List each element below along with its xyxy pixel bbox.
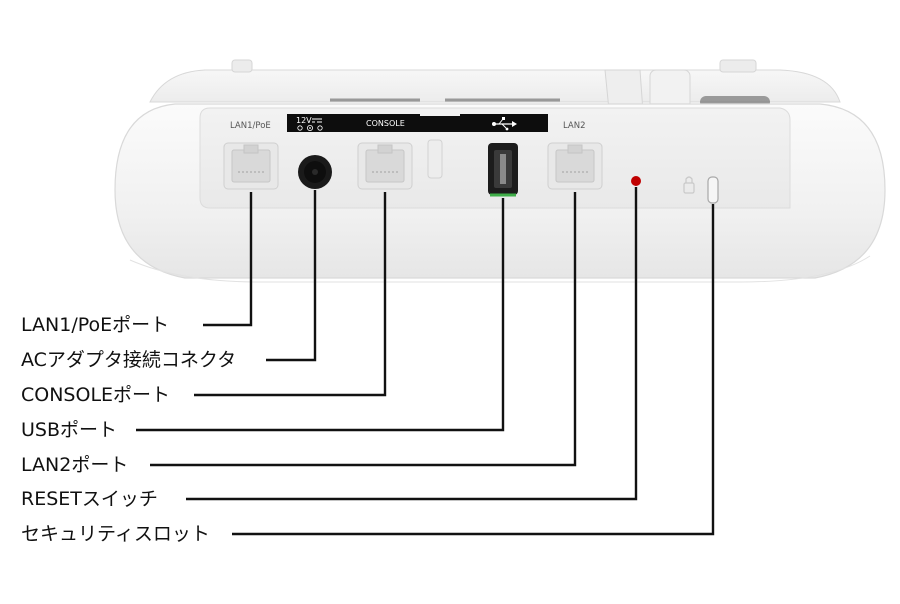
leader-line-ac [266, 190, 317, 362]
callout-ac-adapter-connector: ACアダプタ接続コネクタ [21, 349, 237, 371]
callout-console-port: CONSOLEポート [21, 384, 171, 406]
callout-lan2-port: LAN2ポート [21, 454, 129, 476]
leader-line-console [194, 192, 387, 397]
lock-icon [683, 176, 695, 194]
leader-line-lan1 [203, 192, 253, 327]
console-silk-label: CONSOLE [366, 119, 405, 128]
leader-line-security [232, 204, 715, 536]
security-slot-opening [707, 176, 719, 204]
usb-port-jack [488, 143, 518, 197]
lan2-port-jack [547, 142, 603, 190]
callout-lan1-poe-port: LAN1/PoEポート [21, 314, 170, 336]
dc-voltage-label: 12V [296, 116, 312, 125]
dc-polarity-icon [297, 125, 323, 132]
reset-switch-button [631, 176, 641, 186]
leader-lines [136, 187, 715, 536]
leader-line-usb [136, 198, 505, 432]
lan1-poe-port-jack [223, 142, 279, 190]
callout-security-slot: セキュリティスロット [21, 523, 210, 545]
ac-adapter-jack [298, 155, 332, 189]
port-label-strip: 12V CONSOLE [287, 110, 548, 132]
leader-line-reset [186, 187, 638, 501]
blank-slot [427, 139, 443, 179]
callout-usb-port: USBポート [21, 419, 118, 441]
lan2-silk-label: LAN2 [563, 121, 586, 131]
console-port-jack [357, 142, 413, 190]
lan1-silk-label: LAN1/PoE [230, 121, 271, 131]
usb-symbol-icon [492, 117, 517, 131]
leader-line-lan2 [150, 192, 577, 467]
callout-reset-switch: RESETスイッチ [21, 488, 158, 510]
